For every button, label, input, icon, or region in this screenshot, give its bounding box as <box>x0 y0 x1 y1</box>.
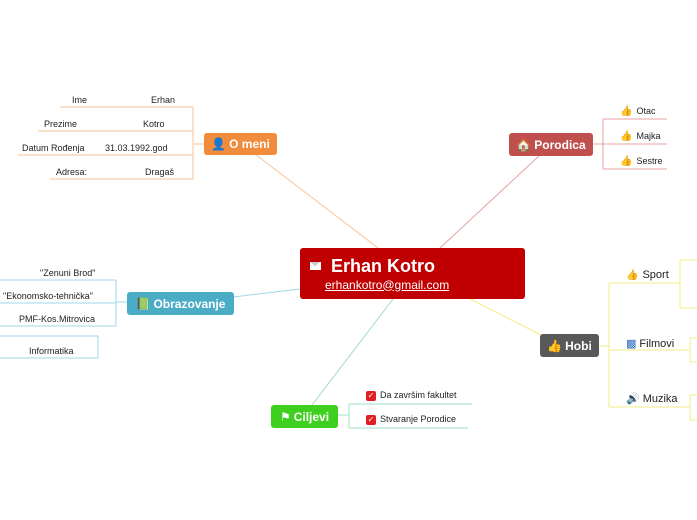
o-meni-key-datum: Datum Rođenja <box>22 143 85 153</box>
branch-o-meni[interactable]: 👤 O meni <box>204 133 277 155</box>
branch-hobi[interactable]: 👍 Hobi <box>540 334 599 357</box>
porodica-item: 👍Otac <box>620 106 656 117</box>
central-title-row: Erhan Kotro <box>310 256 435 277</box>
thumbs-up-icon: 👍 <box>620 156 633 167</box>
speaker-icon: 🔊 <box>626 393 640 405</box>
branch-o-meni-label: O meni <box>229 137 270 151</box>
checkbox-icon: ✓ <box>366 391 376 401</box>
person-icon: 👤 <box>211 137 227 151</box>
branch-obrazovanje[interactable]: 📗 Obrazovanje <box>127 292 234 315</box>
branch-obrazovanje-label: Obrazovanje <box>153 296 226 311</box>
thumbs-up-icon: 👍 <box>626 270 639 281</box>
ciljevi-item: ✓Da završim fakultet <box>366 390 457 401</box>
branch-porodica[interactable]: 🏠 Porodica <box>509 133 593 156</box>
o-meni-key-adresa: Adresa: <box>56 167 88 177</box>
thumbs-up-icon: 👍 <box>547 338 563 353</box>
o-meni-value-adresa: Dragaš <box>145 167 175 177</box>
o-meni-key-prezime: Prezime <box>44 119 78 129</box>
branch-ciljevi-label: Ciljevi <box>293 409 330 424</box>
o-meni-value-ime: Erhan <box>151 95 176 105</box>
thumbs-up-icon: 👍 <box>620 106 633 117</box>
hobi-item-filmovi[interactable]: ▩Filmovi <box>626 338 675 350</box>
flag-icon: ⚑ <box>279 409 291 424</box>
house-icon: 🏠 <box>516 137 532 152</box>
branch-ciljevi[interactable]: ⚑ Ciljevi <box>271 405 338 428</box>
monitor-icon: ▩ <box>626 338 637 350</box>
email-link[interactable]: erhankotro@gmail.com <box>325 277 450 292</box>
branch-hobi-label: Hobi <box>565 338 592 353</box>
book-icon: 📗 <box>135 296 151 311</box>
central-topic[interactable]: Erhan Kotro erhankotro@gmail.com <box>300 248 525 299</box>
obrazovanje-item: PMF-Kos.Mitrovica <box>19 314 96 324</box>
porodica-item: 👍Majka <box>620 131 661 142</box>
obrazovanje-item: "Ekonomsko-tehnička" <box>3 291 93 301</box>
hobi-item-sport[interactable]: 👍Sport <box>626 269 669 281</box>
central-title: Erhan Kotro <box>331 255 436 276</box>
obrazovanje-item: "Zenuni Brod" <box>40 268 96 278</box>
o-meni-key-ime: Ime <box>72 95 88 105</box>
thumbs-up-icon: 👍 <box>620 131 633 142</box>
ciljevi-item: ✓Stvaranje Porodice <box>366 414 457 425</box>
checkbox-icon: ✓ <box>366 415 376 425</box>
o-meni-value-datum: 31.03.1992.god <box>105 143 168 153</box>
porodica-item: 👍Sestre <box>620 156 663 167</box>
hobi-item-muzika[interactable]: 🔊Muzika <box>626 393 678 405</box>
branch-porodica-label: Porodica <box>534 137 586 152</box>
envelope-icon <box>310 262 321 270</box>
obrazovanje-item: Informatika <box>29 346 74 356</box>
o-meni-value-prezime: Kotro <box>143 119 165 129</box>
